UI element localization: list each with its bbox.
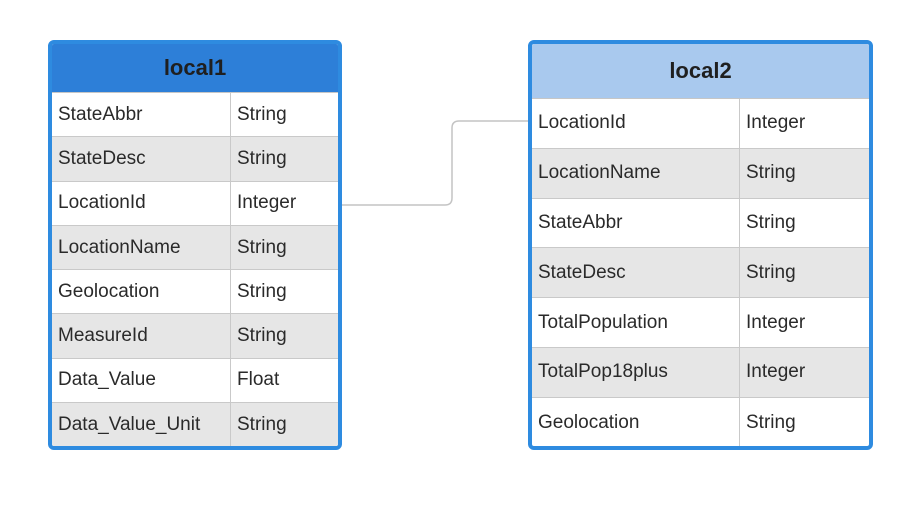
field-row[interactable]: StateDesc String (52, 137, 338, 182)
field-name: TotalPop18plus (532, 347, 740, 397)
field-type: String (237, 103, 287, 125)
field-type: Float (237, 369, 280, 391)
field-type: String (237, 414, 287, 436)
field-name: StateDesc (52, 137, 231, 181)
field-name: StateAbbr (532, 198, 740, 248)
field-name: LocationId (52, 181, 231, 225)
field-type: String (237, 280, 287, 302)
field-name: LocationId (532, 99, 740, 148)
field-type: Integer (746, 361, 806, 383)
field-row[interactable]: LocationName String (52, 225, 338, 271)
field-type: Integer (746, 311, 806, 333)
field-name: StateDesc (532, 248, 740, 298)
field-type: String (237, 325, 287, 347)
field-row[interactable]: LocationId Integer (52, 181, 338, 226)
field-row[interactable]: Geolocation String (532, 397, 869, 446)
field-type: String (746, 411, 796, 433)
field-row[interactable]: Geolocation String (52, 270, 338, 315)
field-type: String (237, 236, 287, 258)
field-type: Integer (237, 192, 297, 214)
table-header: local2 (532, 44, 869, 99)
field-name: MeasureId (52, 314, 231, 358)
field-name: Geolocation (532, 397, 740, 446)
field-name: StateAbbr (52, 93, 231, 137)
field-row[interactable]: TotalPopulation Integer (532, 298, 869, 348)
field-name: Geolocation (52, 270, 231, 314)
table-title: local1 (163, 55, 227, 80)
field-row[interactable]: MeasureId String (52, 314, 338, 359)
field-row[interactable]: StateAbbr String (52, 93, 338, 138)
table-title: local2 (669, 58, 732, 83)
field-name: TotalPopulation (532, 298, 740, 347)
field-type: String (237, 147, 287, 169)
field-type: String (746, 211, 796, 233)
field-row[interactable]: Data_Value_Unit String (52, 403, 338, 446)
field-name: LocationName (52, 225, 231, 270)
field-row[interactable]: TotalPop18plus Integer (532, 347, 869, 398)
field-row[interactable]: LocationId Integer (532, 99, 869, 149)
field-type: Integer (746, 112, 806, 134)
field-row[interactable]: StateAbbr String (532, 198, 869, 249)
field-type: String (746, 261, 796, 283)
field-name: Data_Value (52, 358, 231, 403)
field-name: Data_Value_Unit (52, 403, 231, 446)
field-name: LocationName (532, 148, 740, 198)
field-type: String (746, 162, 796, 184)
table-header: local1 (52, 44, 338, 93)
field-row[interactable]: LocationName String (532, 148, 869, 199)
field-row[interactable]: StateDesc String (532, 248, 869, 299)
field-row[interactable]: Data_Value Float (52, 358, 338, 404)
relationship-line (342, 120, 531, 206)
